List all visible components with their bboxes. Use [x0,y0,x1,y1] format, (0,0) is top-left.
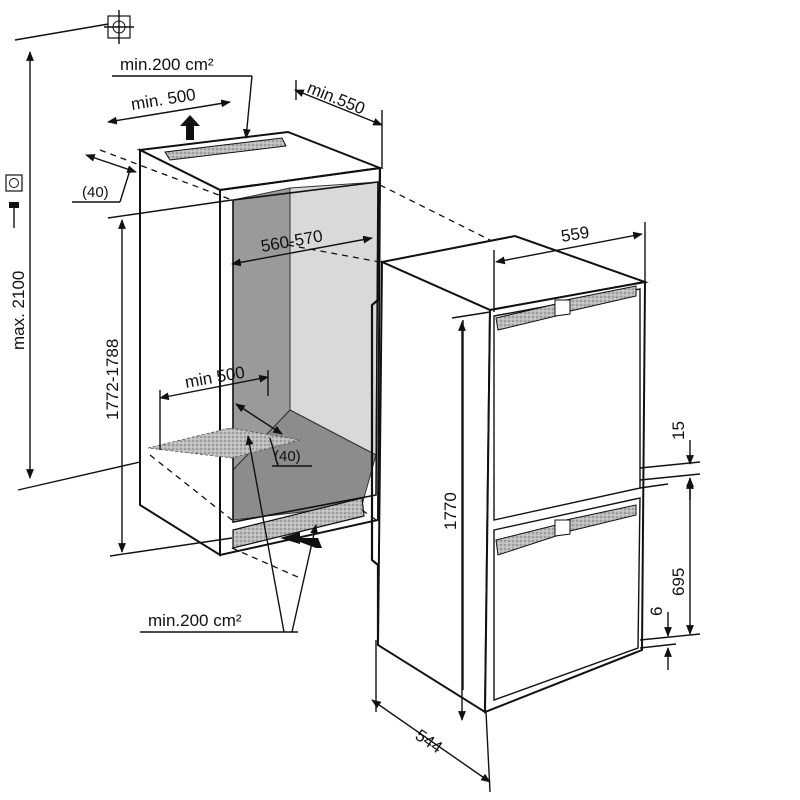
niche-cabinet [136,130,384,640]
bottom-offset-label: (40) [274,448,301,465]
top-depth-dimension: min. 500 [107,85,231,125]
appliance-width-label: 559 [560,223,591,246]
crosshair-icon [104,10,134,44]
niche-depth-label: min.550 [305,78,368,118]
top-vent-callout: min.200 cm² [112,55,253,139]
appliance-height-dimension: 1770 [441,311,491,721]
niche-height-dimension: 1772-1788 [103,199,233,557]
appliance-depth-label: 544 [412,726,446,758]
bottom-gap-label: 6 [647,607,666,616]
appliance-width-dimension: 559 [493,222,646,312]
top-offset-callout: (40) [72,154,137,203]
lower-door-dimension: 695 [639,479,701,641]
socket-icon [5,174,23,228]
bottom-vent-callout: min.200 cm² [140,435,318,633]
upward-airflow-arrow [180,115,200,140]
top-vent-label: min.200 cm² [120,55,214,74]
fridge-appliance [376,234,669,714]
bottom-vent-label: min.200 cm² [148,611,242,630]
appliance-height-label: 1770 [441,492,460,530]
bottom-gap-dimension: 6 [639,607,677,670]
max-height-label: max. 2100 [9,271,28,350]
niche-height-label: 1772-1788 [103,339,122,420]
door-gap-dimension: 15 [639,421,701,500]
lower-door-label: 695 [669,568,688,596]
bottom-offset-callout: (40) [235,403,312,467]
door-gap-label: 15 [669,421,688,440]
top-offset-label: (40) [82,184,109,201]
